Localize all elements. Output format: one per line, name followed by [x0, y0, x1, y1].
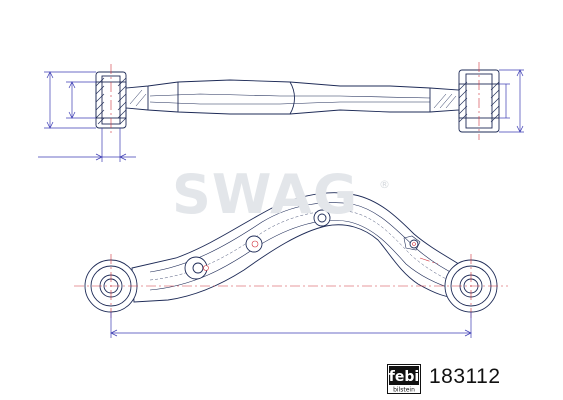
arm-body-side [125, 79, 460, 115]
svg-text:bilstein: bilstein [393, 387, 415, 394]
watermark-registered-mark: ® [379, 178, 390, 191]
boss-front [184, 209, 421, 280]
arm-body-front [131, 192, 469, 303]
length-dimension [110, 312, 472, 338]
watermark: SWAG [172, 163, 359, 226]
part-number: 183112 [429, 365, 501, 388]
svg-text:febi: febi [389, 369, 419, 385]
top-dimensions [38, 69, 524, 162]
front-centerlines [74, 254, 508, 318]
top-view [38, 62, 524, 162]
top-centerlines [110, 62, 480, 140]
febi-logo-icon: febi bilstein [387, 364, 421, 394]
front-view [74, 192, 508, 338]
